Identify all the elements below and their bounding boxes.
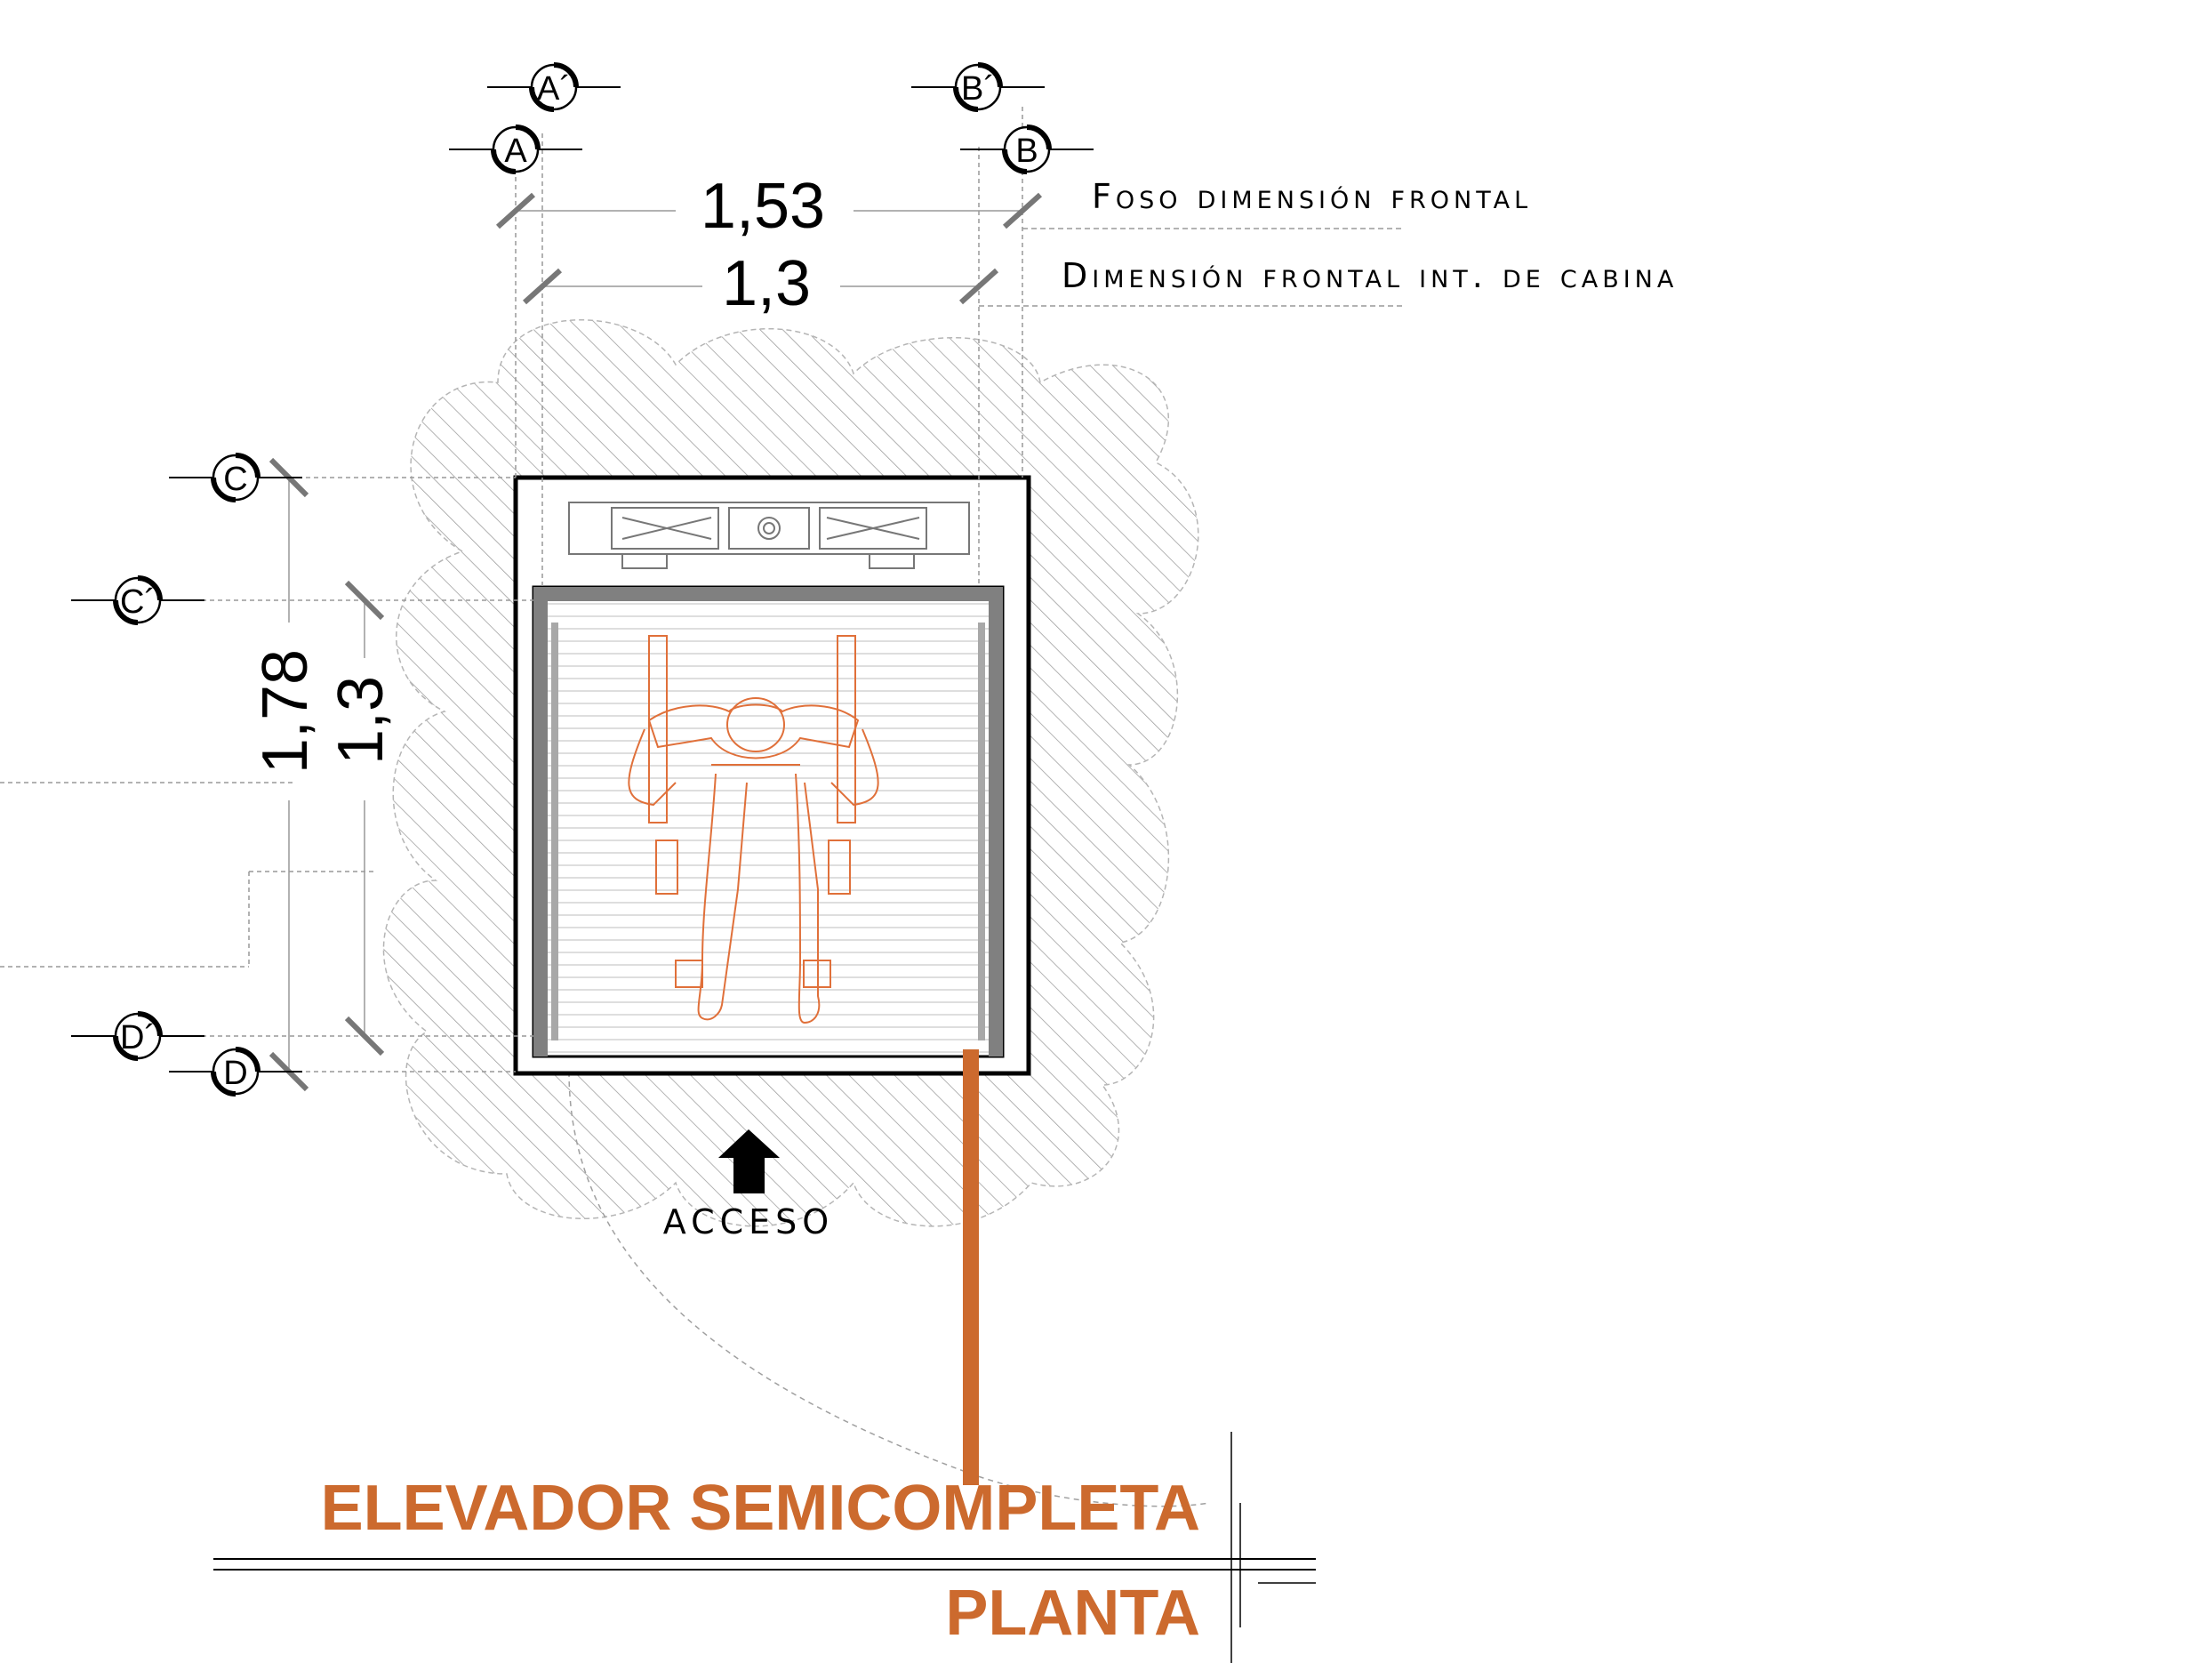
title-sub: PLANTA: [945, 1578, 1200, 1649]
svg-text:D: D: [223, 1055, 247, 1092]
access-arrow-icon: [718, 1129, 780, 1193]
grid-axis-d-prime: D´: [71, 1011, 204, 1061]
door-swing-arc: [568, 1071, 1210, 1507]
svg-text:C: C: [223, 461, 247, 498]
leader-line: [963, 1049, 979, 1485]
dimension-ticks-top: [495, 192, 1043, 305]
grid-axis-c-prime: C´: [71, 575, 204, 625]
pit-depth-dimension: 1,78: [250, 649, 321, 774]
access-label: ACCESO: [663, 1202, 834, 1241]
svg-text:A: A: [504, 133, 527, 170]
pit-front-dimension: 1,53: [701, 171, 825, 242]
svg-text:B´: B´: [961, 70, 995, 108]
title-block: ELEVADOR SEMICOMPLETA PLANTA: [213, 1432, 1316, 1663]
pit-front-label: Foso dimensión frontal: [1092, 177, 1532, 216]
grid-axis-a: A: [449, 125, 582, 174]
grid-axis-a-prime: A´: [487, 62, 621, 112]
grid-axis-b: B: [960, 125, 1094, 174]
dimension-lines-left: [288, 478, 365, 1072]
svg-text:D´: D´: [120, 1019, 156, 1056]
cabin-front-label: Dimensión frontal int. de cabina: [1062, 256, 1678, 295]
svg-text:A´: A´: [537, 70, 571, 108]
grid-lines-vertical: [515, 107, 1023, 587]
title-main: ELEVADOR SEMICOMPLETA: [321, 1473, 1200, 1544]
cabin: [532, 585, 1005, 1058]
grid-axis-b-prime: B´: [911, 62, 1045, 112]
drive-mechanism: [568, 502, 970, 569]
cabin-front-dimension: 1,3: [722, 248, 811, 319]
wheelchair-user-icon: [628, 635, 879, 1024]
grid-axis-d: D: [169, 1047, 302, 1097]
cabin-depth-dimension: 1,3: [325, 676, 397, 765]
svg-text:B: B: [1015, 133, 1038, 170]
grid-axis-c: C: [169, 453, 302, 502]
dimension-lines-top: [516, 210, 1405, 307]
svg-text:C´: C´: [120, 583, 156, 621]
